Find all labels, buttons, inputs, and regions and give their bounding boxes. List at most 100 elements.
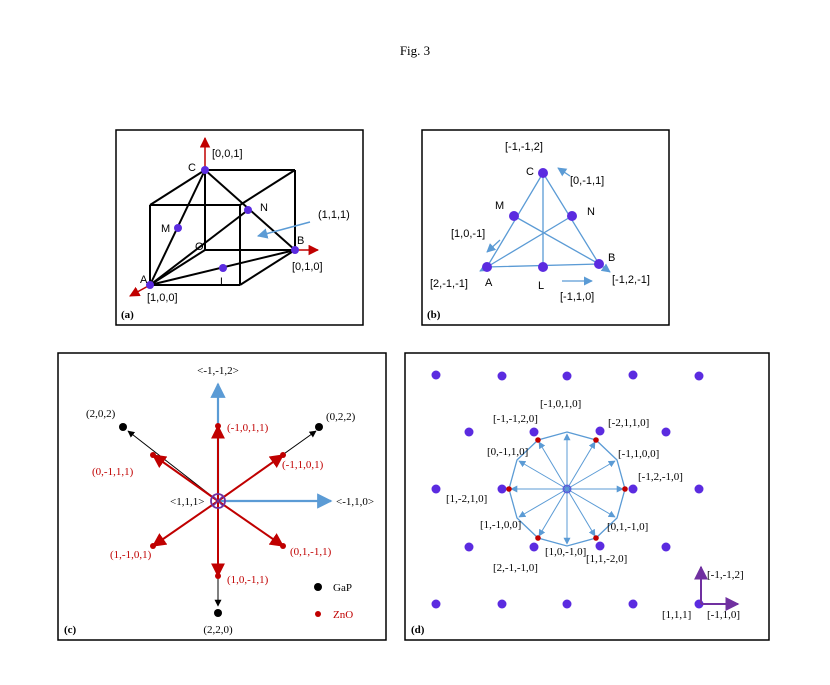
panel-a-frame xyxy=(115,129,364,326)
label-d-axis-origin: [1,1,1] xyxy=(662,609,691,621)
point-b-m xyxy=(509,211,519,221)
label-d-9: [1,0,-1,0] xyxy=(545,546,586,558)
label-b-B: B xyxy=(608,252,615,264)
label-d-8: [0,1,-1,0] xyxy=(607,521,648,533)
label-b-L: L xyxy=(538,280,544,292)
panel-b: [-1,-1,2] C [0,-1,1] M N [1,0,-1] B A L … xyxy=(421,129,670,326)
panel-c: <-1,-1,2> <-1,1,0> <1,1,1> (2,0,2) (0,2,… xyxy=(57,352,387,641)
zno-dot-1m101 xyxy=(150,543,156,549)
zno-dot-0m111 xyxy=(150,452,156,458)
label-d-0: [-1,0,1,0] xyxy=(540,398,581,410)
gap-dot-022 xyxy=(315,423,323,431)
point-b-n xyxy=(567,211,577,221)
label-b-0m11: [0,-1,1] xyxy=(570,175,604,187)
legend-zno-dot xyxy=(315,611,321,617)
label-zno-10m11: (1,0,-1,1) xyxy=(227,574,269,586)
label-C: C xyxy=(188,162,196,174)
arrow-0m11 xyxy=(557,167,571,177)
label-b-top: [-1,-1,2] xyxy=(505,141,543,153)
panel-b-letter: (b) xyxy=(427,309,441,321)
panel-d-letter: (d) xyxy=(411,624,425,636)
panel-d: [-1,0,1,0] [-1,-1,2,0] [-2,1,1,0] [0,-1,… xyxy=(404,352,770,641)
point-a xyxy=(146,281,154,289)
label-d-7: [1,-1,0,0] xyxy=(480,519,521,531)
zno-arrow-m1101 xyxy=(217,454,285,502)
label-c-right: <-1,1,0> xyxy=(336,496,374,508)
label-M: M xyxy=(161,223,170,235)
legend-gap-dot xyxy=(314,583,322,591)
label-d-10: [2,-1,-1,0] xyxy=(493,562,538,574)
zno-arrow-0m111 xyxy=(151,454,219,502)
arrow-10m1 xyxy=(486,239,501,253)
label-001: [0,0,1] xyxy=(212,148,243,160)
gap-dot-202 xyxy=(119,423,127,431)
lattice-dots xyxy=(431,370,704,609)
label-d-axis-right: [-1,1,0] xyxy=(707,609,740,621)
label-d-2: [-2,1,1,0] xyxy=(608,417,649,429)
label-c-center: <1,1,1> xyxy=(170,496,204,508)
triangle xyxy=(485,171,601,268)
label-b-10m1: [1,0,-1] xyxy=(451,228,485,240)
label-O: O xyxy=(195,241,204,253)
label-zno-0m111: (0,-1,1,1) xyxy=(92,466,134,478)
zno-dot-10m11 xyxy=(215,573,221,579)
point-b-c xyxy=(538,168,548,178)
label-d-6: [1,-2,1,0] xyxy=(446,493,487,505)
point-b-a xyxy=(482,262,492,272)
label-b-M: M xyxy=(495,200,504,212)
label-d-5: [-1,2,-1,0] xyxy=(638,471,683,483)
zno-arrow-1m101 xyxy=(151,500,219,547)
zno-dot-m1011 xyxy=(215,423,221,429)
label-gap-022: (0,2,2) xyxy=(326,411,356,423)
label-d-3: [0,-1,1,0] xyxy=(487,446,528,458)
panel-a: [0,0,1] C N (1,1,1) M O B [0,1,0] A L [1… xyxy=(115,129,364,326)
label-gap-202: (2,0,2) xyxy=(86,408,116,420)
dodecagon xyxy=(508,431,626,547)
spokes xyxy=(510,433,624,545)
label-d-1: [-1,-1,2,0] xyxy=(493,413,538,425)
panel-b-frame xyxy=(421,129,670,326)
legend-zno-label: ZnO xyxy=(333,609,353,621)
label-A: A xyxy=(140,274,148,286)
label-010: [0,1,0] xyxy=(292,261,323,273)
point-b-l xyxy=(538,262,548,272)
label-d-axis-up: [-1,-1,2] xyxy=(707,569,744,581)
label-d-4: [-1,1,0,0] xyxy=(618,448,659,460)
label-d-11: [1,1,-2,0] xyxy=(586,553,627,565)
label-zno-m1011: (-1,0,1,1) xyxy=(227,422,269,434)
label-111: (1,1,1) xyxy=(318,209,350,221)
label-b-N: N xyxy=(587,206,595,218)
normal-111-arrow xyxy=(256,221,311,239)
label-N: N xyxy=(260,202,268,214)
point-b xyxy=(291,246,299,254)
zno-arrow-01m11 xyxy=(217,500,285,547)
label-b-m110: [-1,1,0] xyxy=(560,291,594,303)
label-B: B xyxy=(297,235,304,247)
label-zno-01m11: (0,1,-1,1) xyxy=(290,546,332,558)
point-b-b xyxy=(594,259,604,269)
panel-c-frame xyxy=(57,352,387,641)
legend-gap-label: GaP xyxy=(333,582,352,594)
label-b-m12m1: [-1,2,-1] xyxy=(612,274,650,286)
point-l xyxy=(219,264,227,272)
figure-title: Fig. 3 xyxy=(400,43,430,58)
zno-dot-01m11 xyxy=(280,543,286,549)
zno-dot-m1101 xyxy=(280,452,286,458)
label-b-2m1m1: [2,-1,-1] xyxy=(430,278,468,290)
panel-c-letter: (c) xyxy=(64,624,77,636)
point-n xyxy=(244,206,252,214)
panel-d-frame xyxy=(404,352,770,641)
vertex-dots xyxy=(506,437,628,541)
panel-a-letter: (a) xyxy=(121,309,134,321)
label-100: [1,0,0] xyxy=(147,292,178,304)
label-b-C: C xyxy=(526,166,534,178)
label-b-A: A xyxy=(485,277,493,289)
label-c-top: <-1,-1,2> xyxy=(197,365,239,377)
label-zno-1m101: (1,-1,0,1) xyxy=(110,549,152,561)
label-gap-220: (2,2,0) xyxy=(203,624,233,636)
gap-dot-220 xyxy=(214,609,222,617)
label-L: L xyxy=(220,276,226,288)
point-c xyxy=(201,166,209,174)
center-111-symbol xyxy=(210,493,226,509)
